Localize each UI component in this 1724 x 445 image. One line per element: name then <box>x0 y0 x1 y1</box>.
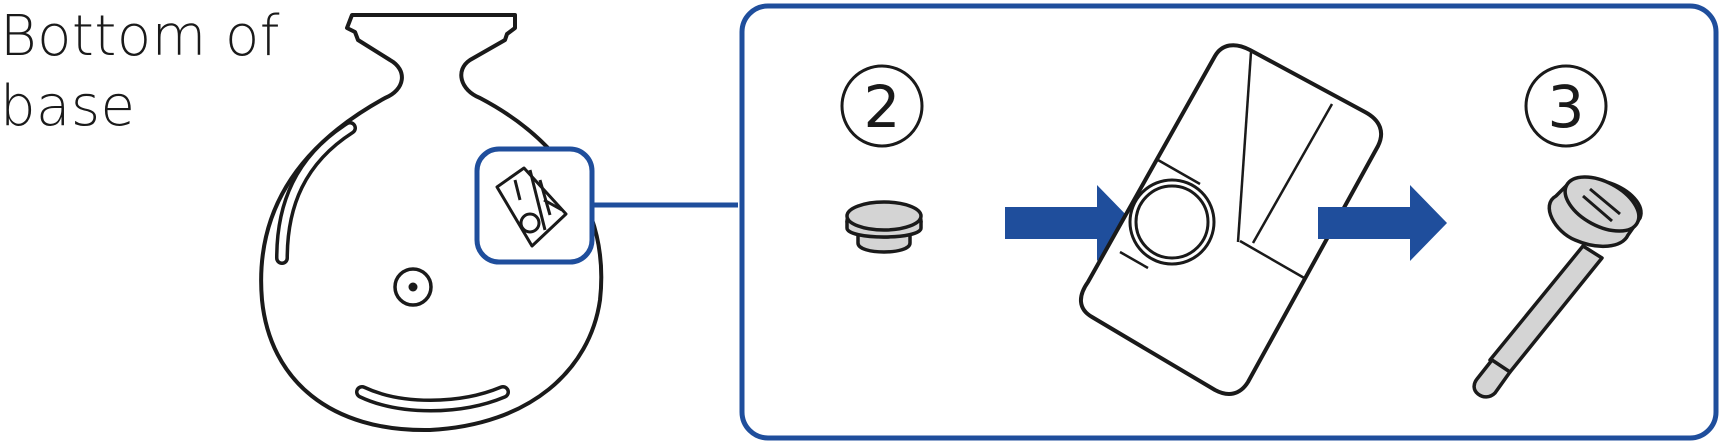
detail-panel <box>739 3 1719 441</box>
caption-line-1: Bottom of <box>0 4 280 69</box>
mount-bracket-icon <box>1079 43 1384 396</box>
step-3-badge: 3 <box>1524 64 1608 148</box>
arrow-right-icon <box>1005 185 1134 261</box>
step-3-number: 3 <box>1548 73 1585 141</box>
zoom-indicator <box>474 146 738 265</box>
caption-line-2: base <box>0 74 136 139</box>
step-2-number: 2 <box>864 73 901 141</box>
rubber-cap-icon <box>845 200 923 254</box>
step-2-badge: 2 <box>840 64 924 148</box>
arrow-right-icon <box>1318 185 1447 261</box>
caption-bottom-of-base: Bottom of base <box>0 2 280 142</box>
screw-icon <box>1472 175 1643 399</box>
